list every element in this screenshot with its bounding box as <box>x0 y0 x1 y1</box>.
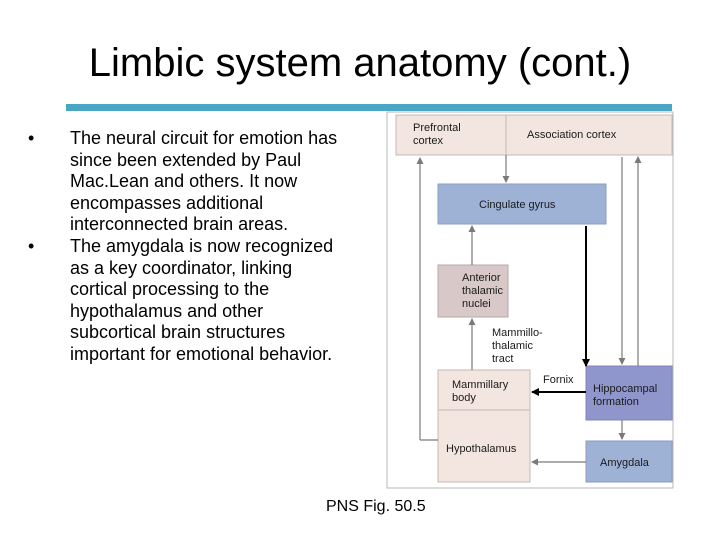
bullet-item: The amygdala is now recognized as a key … <box>28 236 338 366</box>
amygdala-label: Amygdala <box>600 457 650 469</box>
title-rule <box>66 104 672 111</box>
mammillo-tract-label-3: tract <box>492 353 513 365</box>
anterior-label-2: thalamic <box>462 285 503 297</box>
mammillary-label-2: body <box>452 392 476 404</box>
anterior-label-3: nuclei <box>462 298 491 310</box>
prefrontal-line-1: Prefrontal <box>413 122 461 134</box>
anterior-thalamic-box <box>437 264 509 318</box>
bullet-text: The amygdala is now recognized as a key … <box>70 235 334 364</box>
hippocampal-label-2: formation <box>593 396 639 408</box>
bullet-text: The neural circuit for emotion has since… <box>70 128 338 235</box>
bullet-list: The neural circuit for emotion has since… <box>28 128 338 366</box>
figure-caption: PNS Fig. 50.5 <box>326 498 426 515</box>
association-label: Association cortex <box>527 129 617 141</box>
cortex-box <box>395 114 673 156</box>
slide-title: Limbic system anatomy (cont.) <box>88 41 632 85</box>
anterior-label: Anterior <box>462 272 501 284</box>
cingulate-box <box>437 183 607 225</box>
mammillary-box <box>437 369 531 411</box>
amygdala-box <box>585 440 673 483</box>
mammillary-label: Mammillary <box>452 379 509 391</box>
prefrontal-label: Prefrontal <box>413 122 461 134</box>
prefrontal-label-2: cortex <box>413 135 443 147</box>
fornix-label: Fornix <box>543 374 574 386</box>
bullet-item: The neural circuit for emotion has since… <box>28 128 338 236</box>
hippocampal-label: Hippocampal <box>593 383 657 395</box>
hippocampal-box <box>585 365 673 421</box>
mammillo-tract-label: Mammillo- <box>492 327 543 339</box>
cingulate-label: Cingulate gyrus <box>479 199 556 211</box>
prefrontal-line-2: cortex <box>413 135 443 147</box>
hypothalamus-label: Hypothalamus <box>446 443 517 455</box>
hypothalamus-box <box>437 409 531 483</box>
mammillo-tract-label-2: thalamic <box>492 340 533 352</box>
